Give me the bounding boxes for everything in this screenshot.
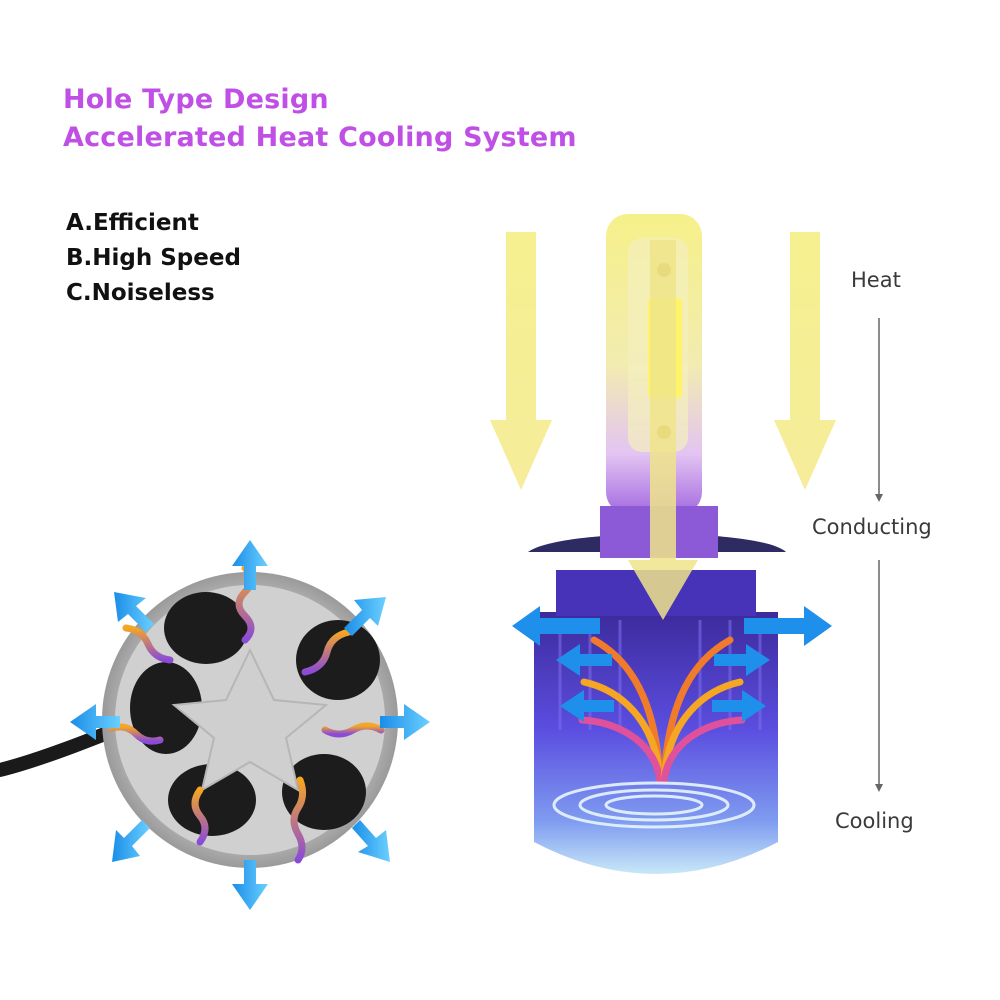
stage-conducting-label: Conducting (812, 515, 932, 539)
headline-line-2: Accelerated Heat Cooling System (63, 122, 577, 153)
stage-cooling-label: Cooling (835, 809, 914, 833)
fan-icon (0, 540, 430, 910)
headline-line-1: Hole Type Design (63, 84, 329, 115)
process-arrow-icon (875, 318, 883, 792)
feature-item: A.Efficient (66, 210, 199, 236)
feature-item: C.Noiseless (66, 280, 215, 306)
airflow-arrow-icon (512, 606, 832, 722)
bulb-illustration (490, 214, 836, 874)
feature-list: A.Efficient B.High Speed C.Noiseless (66, 206, 241, 311)
feature-item: B.High Speed (66, 245, 241, 271)
stage-heat-label: Heat (851, 268, 901, 292)
